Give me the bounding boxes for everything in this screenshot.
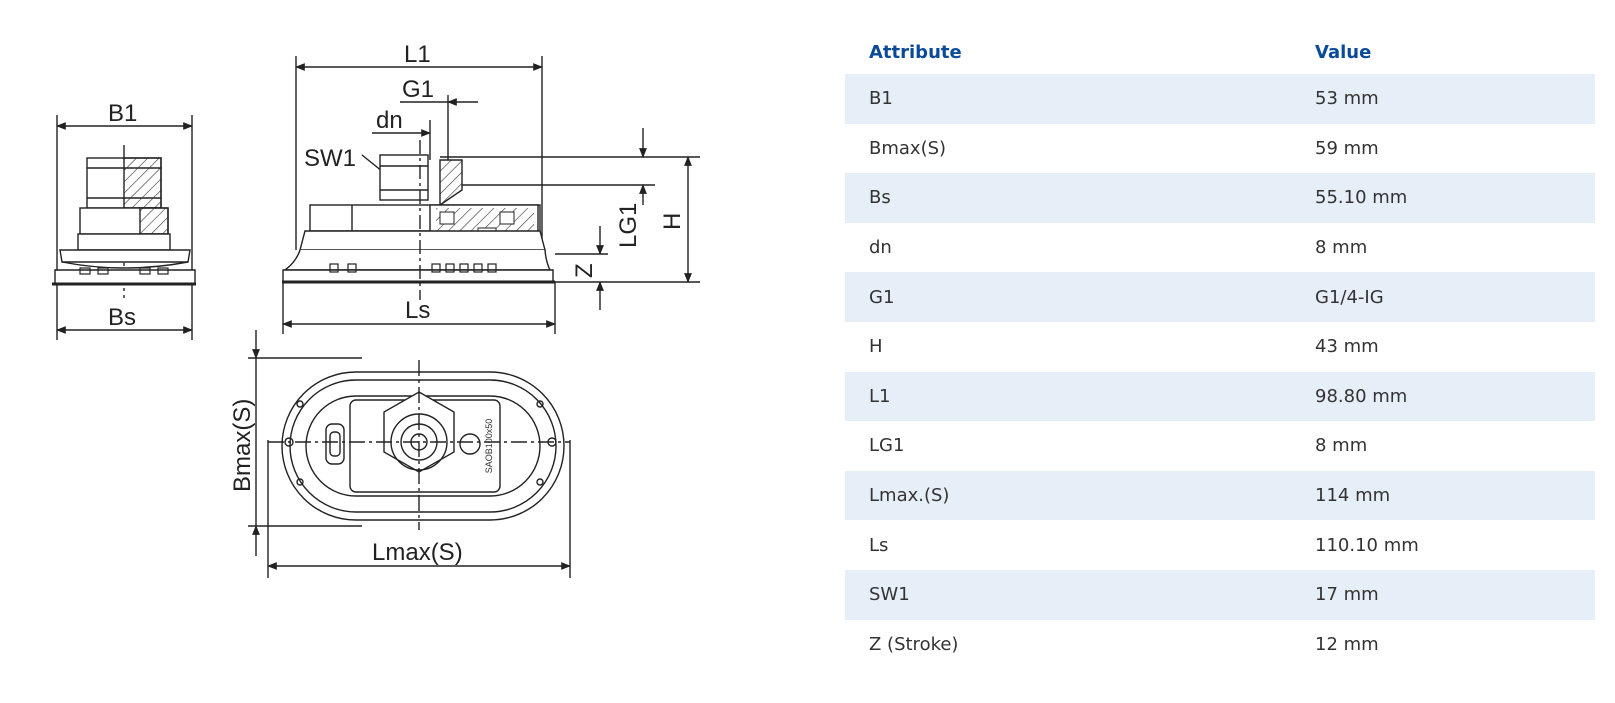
label-lg1: LG1 — [615, 203, 642, 248]
label-g1: G1 — [402, 76, 434, 103]
suction-cup-drawing-svg: B1 Bs — [52, 41, 700, 578]
table-header-row: Attribute Value — [845, 30, 1595, 74]
value-cell: 110.10 mm — [1291, 520, 1595, 570]
attribute-cell: Lmax.(S) — [845, 470, 1291, 521]
value-cell: 114 mm — [1291, 470, 1595, 521]
attribute-cell: B1 — [845, 74, 1291, 124]
label-ls: Ls — [405, 297, 430, 324]
table-row: Bmax(S)59 mm — [845, 123, 1595, 174]
table-row: Lmax.(S)114 mm — [845, 470, 1595, 521]
technical-drawing: B1 Bs — [0, 0, 800, 703]
attribute-cell: Z (Stroke) — [845, 619, 1291, 670]
label-z: Z — [571, 263, 598, 278]
header-value: Value — [1315, 41, 1372, 63]
header-attribute: Attribute — [869, 41, 962, 63]
marking-text: SAOB100x50 — [484, 419, 494, 474]
label-dn: dn — [376, 107, 403, 134]
label-l1: L1 — [404, 41, 431, 68]
value-cell: 53 mm — [1291, 74, 1595, 124]
side-view — [52, 115, 196, 340]
attribute-cell: H — [845, 321, 1291, 372]
attribute-cell: Bmax(S) — [845, 123, 1291, 174]
value-cell: 55.10 mm — [1291, 173, 1595, 223]
label-sw1: SW1 — [304, 145, 356, 172]
attribute-cell: LG1 — [845, 421, 1291, 471]
value-cell: 8 mm — [1291, 222, 1595, 273]
label-lmax: Lmax(S) — [372, 539, 463, 566]
label-h: H — [659, 213, 686, 230]
value-cell: 59 mm — [1291, 123, 1595, 174]
attribute-cell: SW1 — [845, 569, 1291, 620]
value-cell: G1/4-IG — [1291, 272, 1595, 322]
label-bs: Bs — [108, 304, 136, 331]
section-view — [282, 56, 700, 334]
attribute-cell: G1 — [845, 272, 1291, 322]
attribute-cell: Bs — [845, 173, 1291, 223]
value-cell: 17 mm — [1291, 569, 1595, 620]
label-b1: B1 — [108, 100, 137, 127]
value-cell: 98.80 mm — [1291, 371, 1595, 422]
value-cell: 43 mm — [1291, 321, 1595, 372]
attribute-cell: dn — [845, 222, 1291, 273]
value-cell: 8 mm — [1291, 421, 1595, 471]
top-view — [248, 330, 571, 578]
label-bmax: Bmax(S) — [229, 399, 256, 492]
value-cell: 12 mm — [1291, 619, 1595, 670]
attribute-cell: L1 — [845, 371, 1291, 422]
attribute-cell: Ls — [845, 520, 1291, 570]
table-row: Z (Stroke)12 mm — [845, 619, 1595, 670]
